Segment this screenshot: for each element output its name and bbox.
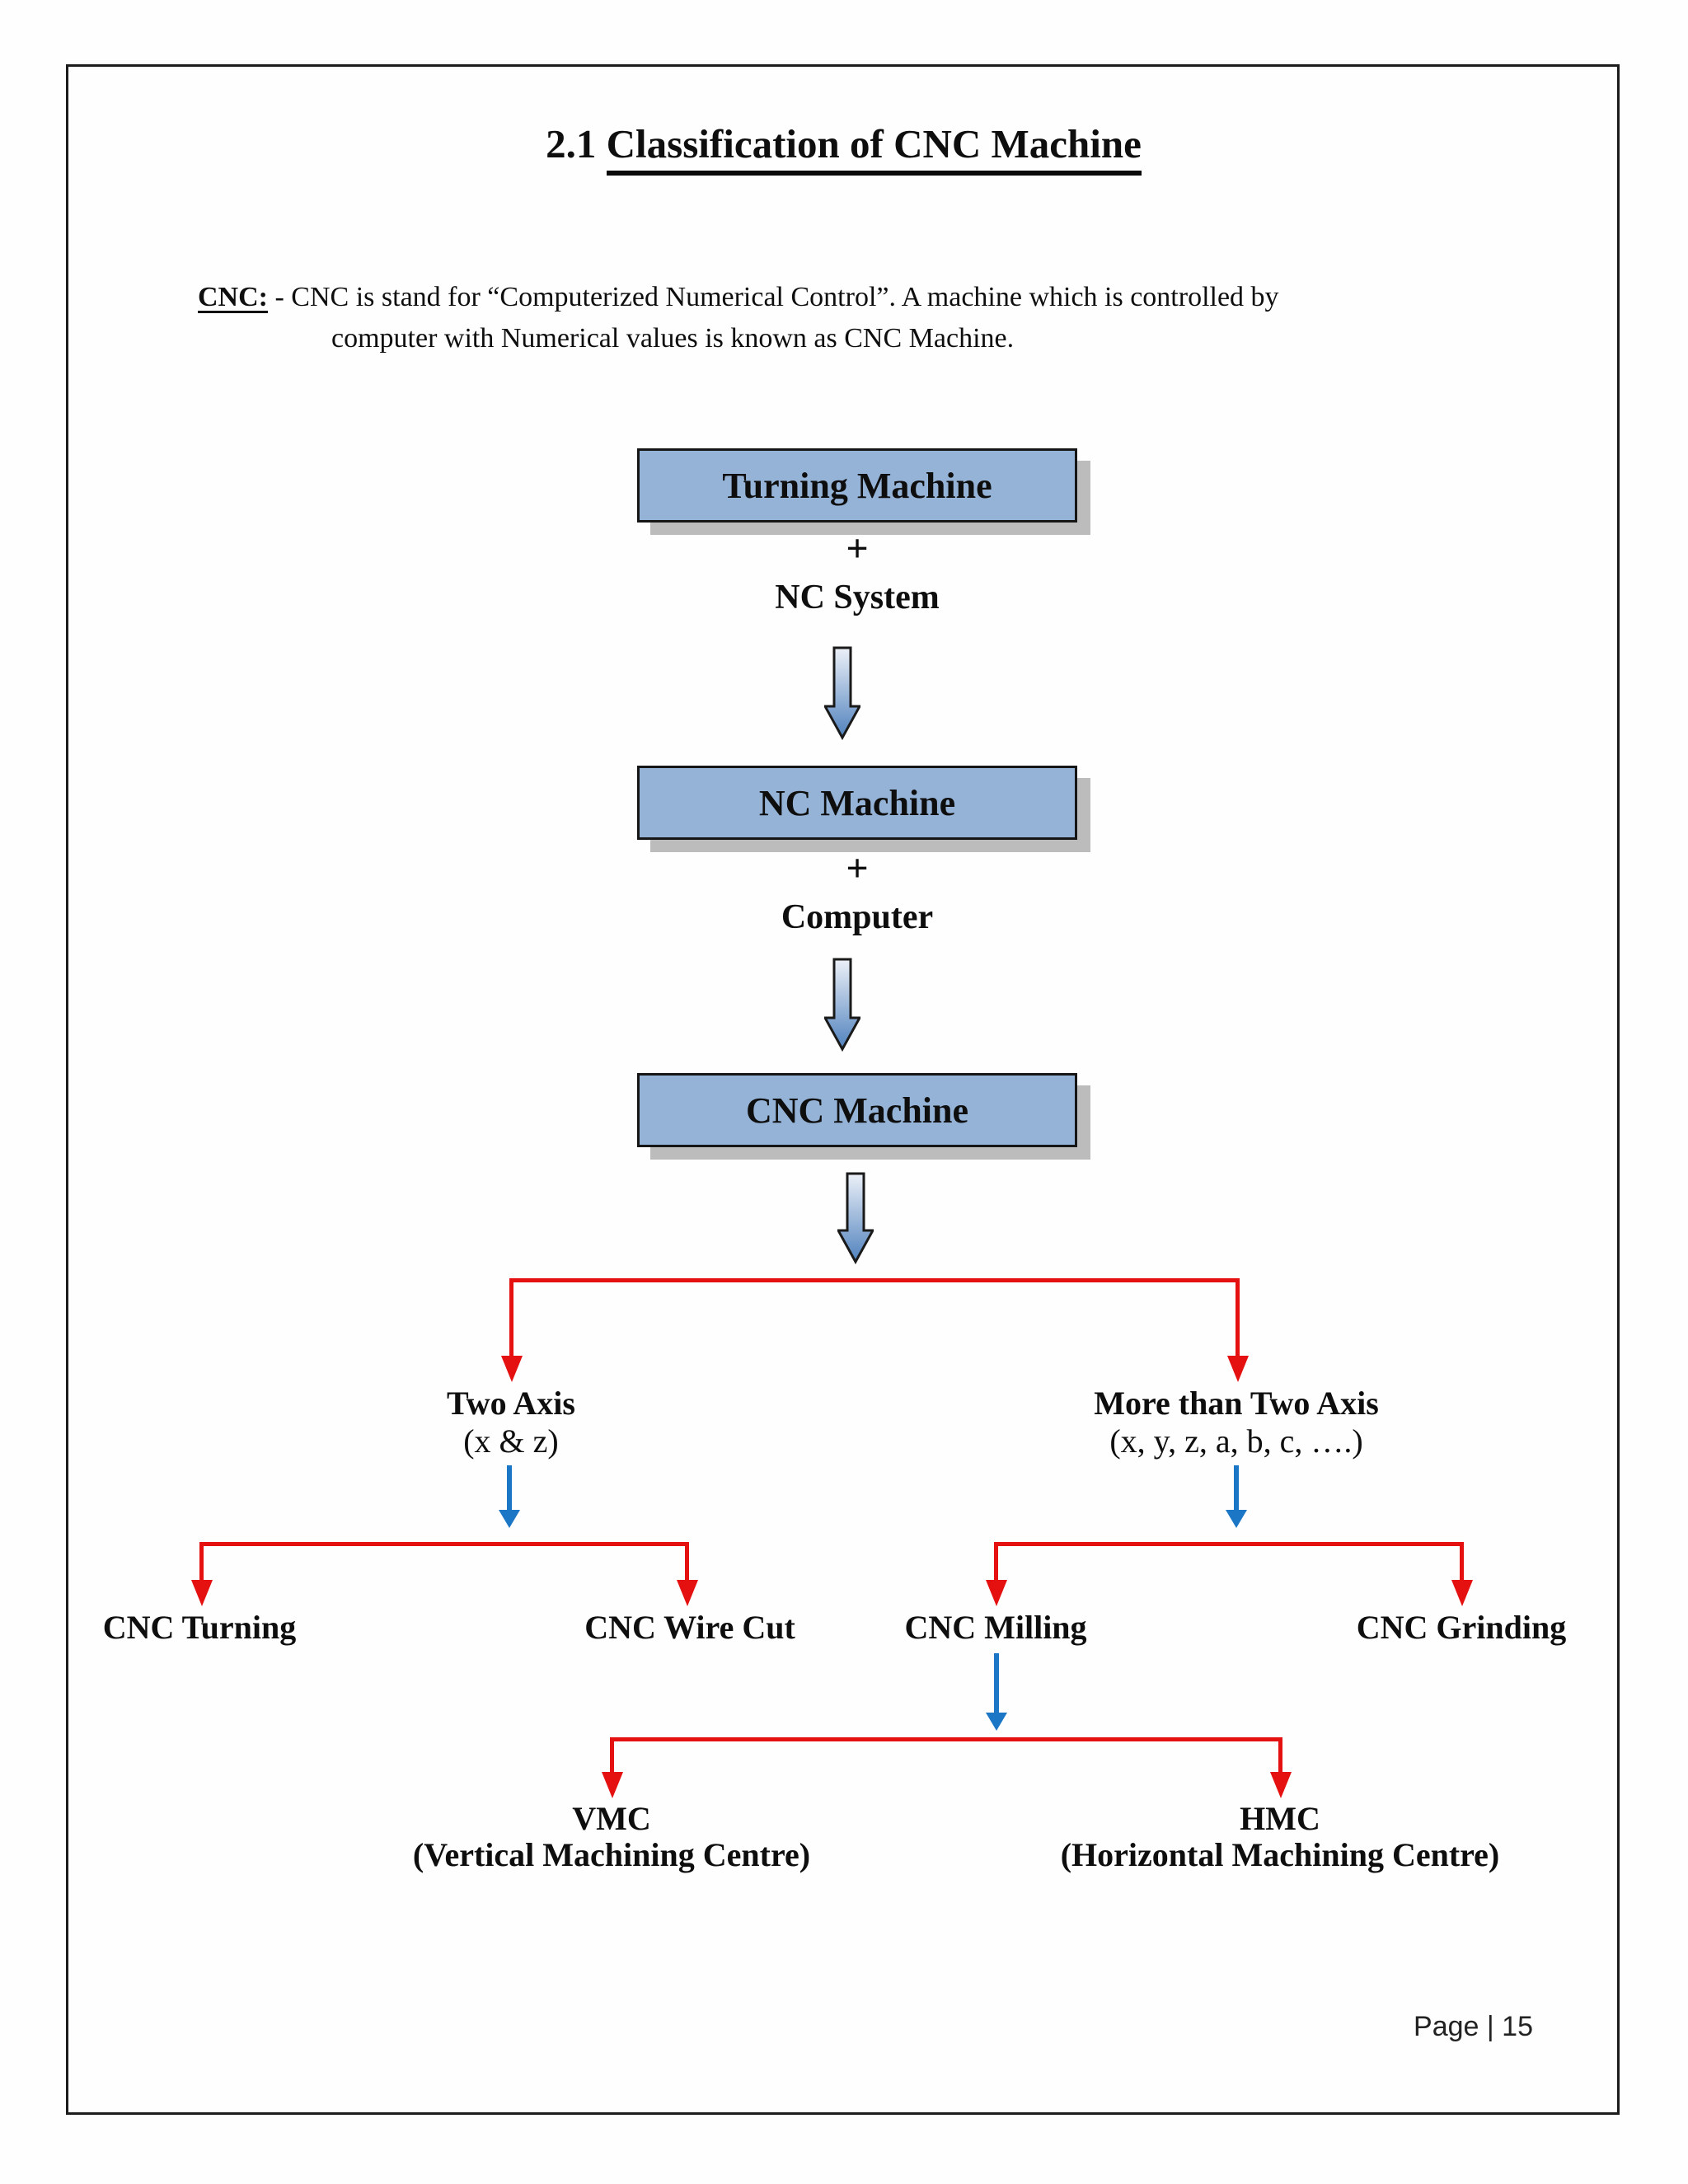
flow-box-label: NC Machine: [758, 782, 956, 823]
red-connector-level3-bar: [610, 1737, 1282, 1741]
red-arrowhead-icon: [677, 1580, 698, 1606]
blue-connector-line: [507, 1465, 512, 1511]
page-title-text: Classification of CNC Machine: [606, 121, 1142, 176]
red-connector-level2-left-bar: [199, 1542, 689, 1546]
branch-more-axis-subtitle: (x, y, z, a, b, c, ….): [1109, 1422, 1363, 1460]
blue-connector-line: [994, 1653, 999, 1714]
red-connector-stub: [1460, 1542, 1464, 1585]
branch-two-axis-subtitle: (x & z): [463, 1422, 559, 1460]
down-arrow-icon: [837, 1172, 874, 1264]
down-arrow-icon: [824, 646, 860, 740]
red-connector-level1-right-stub: [1236, 1278, 1240, 1358]
flow-box-label: Turning Machine: [722, 465, 992, 506]
flow-box-label: CNC Machine: [745, 1090, 969, 1131]
red-connector-stub: [685, 1542, 689, 1585]
down-arrow-icon: [824, 958, 860, 1052]
plus-operator-1: +: [846, 527, 869, 570]
red-connector-stub: [1278, 1737, 1282, 1775]
red-arrowhead-icon: [602, 1772, 623, 1798]
definition-term: CNC:: [198, 282, 268, 312]
leaf-cnc-turning: CNC Turning: [102, 1609, 297, 1646]
red-arrowhead-icon: [1270, 1772, 1292, 1798]
page-title-number: 2.1: [546, 121, 607, 166]
definition-text-1: - CNC is stand for “Computerized Numeric…: [274, 282, 1279, 312]
red-arrowhead-icon: [501, 1356, 523, 1382]
branch-more-axis-title: More than Two Axis: [1094, 1385, 1379, 1422]
plus-operator-2: +: [846, 846, 869, 890]
leaf-cnc-milling: CNC Milling: [904, 1609, 1087, 1646]
blue-arrowhead-icon: [499, 1510, 520, 1528]
definition-text-2: computer with Numerical values is known …: [331, 323, 1015, 354]
page-number: Page | 15: [1414, 2011, 1533, 2042]
blue-connector-line: [1234, 1465, 1239, 1511]
branch-two-axis-title: Two Axis: [447, 1385, 575, 1422]
centre-vmc-full: (Vertical Machining Centre): [412, 1836, 811, 1873]
flow-box-turning-machine: Turning Machine: [637, 448, 1077, 523]
red-connector-level1-left-stub: [509, 1278, 513, 1358]
flow-box-nc-machine: NC Machine: [637, 766, 1077, 840]
red-connector-stub: [199, 1542, 204, 1585]
page-title: 2.1 Classification of CNC Machine: [66, 120, 1621, 176]
operand-nc-system: NC System: [775, 579, 940, 616]
leaf-cnc-grinding: CNC Grinding: [1356, 1609, 1567, 1646]
cnc-definition: CNC: - CNC is stand for “Computerized Nu…: [198, 277, 1279, 359]
red-arrowhead-icon: [986, 1580, 1007, 1606]
centre-hmc-full: (Horizontal Machining Centre): [1060, 1836, 1500, 1873]
definition-line-1: CNC: - CNC is stand for “Computerized Nu…: [198, 277, 1279, 318]
flow-box-cnc-machine: CNC Machine: [637, 1073, 1077, 1147]
red-arrowhead-icon: [1227, 1356, 1249, 1382]
red-arrowhead-icon: [1451, 1580, 1473, 1606]
red-connector-level2-right-bar: [994, 1542, 1464, 1546]
operand-computer: Computer: [781, 898, 934, 936]
page-border: [66, 64, 1620, 2115]
red-connector-level1-bar: [509, 1278, 1240, 1282]
centre-hmc-abbr: HMC: [1240, 1800, 1320, 1837]
leaf-cnc-wire-cut: CNC Wire Cut: [584, 1609, 795, 1646]
centre-vmc-abbr: VMC: [572, 1800, 651, 1837]
blue-arrowhead-icon: [1226, 1510, 1247, 1528]
blue-arrowhead-icon: [986, 1713, 1007, 1731]
red-connector-stub: [994, 1542, 998, 1585]
red-arrowhead-icon: [191, 1580, 213, 1606]
red-connector-stub: [610, 1737, 614, 1775]
definition-line-2: computer with Numerical values is known …: [198, 318, 1279, 359]
